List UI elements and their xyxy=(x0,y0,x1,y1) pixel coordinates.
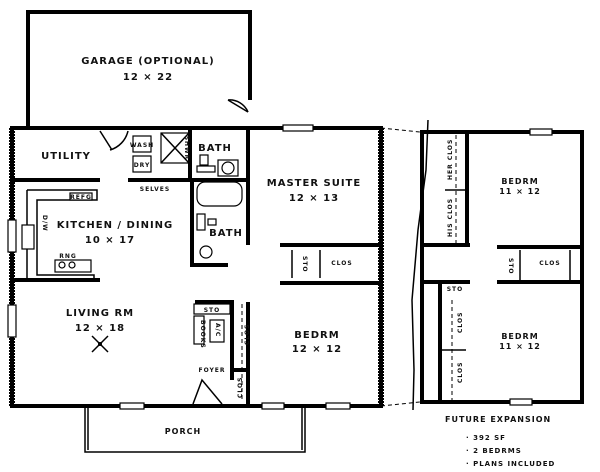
books-label: BOOKS xyxy=(199,320,206,349)
kitchen-size: 10 × 17 xyxy=(85,235,135,246)
her-clos-label: HER CLOS xyxy=(447,139,454,180)
bedrm-bottom-size: 11 × 12 xyxy=(499,342,541,351)
expansion-walls xyxy=(420,128,584,406)
sto-mid-label: STO xyxy=(507,258,514,275)
clos-mid-label: CLOS xyxy=(539,260,560,267)
expansion-note: · 2 BEDRMS xyxy=(466,447,522,455)
living-name: LIVING RM xyxy=(66,308,134,319)
kitchen-name: KITCHEN / DINING xyxy=(57,220,174,231)
sto-label: STO xyxy=(204,307,221,314)
break-line xyxy=(411,119,429,411)
shower-label: SHWR xyxy=(183,136,190,161)
clos1-label: CLOS xyxy=(244,324,251,345)
bath2-label: BATH xyxy=(209,228,243,239)
sto-low-label: STO xyxy=(447,286,464,293)
living-size: 12 × 18 xyxy=(75,323,125,334)
porch xyxy=(84,406,306,453)
bedrm-top-name: BEDRM xyxy=(501,177,538,186)
bath1-label: BATH xyxy=(198,143,232,154)
main-house-walls xyxy=(7,124,384,410)
bedrm-name: BEDRM xyxy=(294,330,339,341)
dw-label: D/W xyxy=(41,215,48,232)
garage-size: 12 × 22 xyxy=(123,72,173,83)
expansion-title: FUTURE EXPANSION xyxy=(445,415,551,424)
bedrm-bottom-name: BEDRM xyxy=(501,332,538,341)
ac-label: A/C xyxy=(214,323,221,337)
wash-label: WASH xyxy=(130,142,154,149)
dry-label: DRY xyxy=(134,162,151,169)
clos-a-label: CLOS xyxy=(457,312,464,333)
refg-label: REFG xyxy=(70,194,92,201)
foyer-label: FOYER xyxy=(198,367,225,374)
ceiling-fan-icon xyxy=(91,335,109,353)
range-label: RNG xyxy=(59,253,77,260)
bedrm-size: 12 × 12 xyxy=(292,344,342,355)
expansion-note: · PLANS INCLUDED xyxy=(466,460,555,468)
shelves-label: SELVES xyxy=(140,186,170,193)
master-size: 12 × 13 xyxy=(289,193,339,204)
garage-name: GARAGE (OPTIONAL) xyxy=(81,56,214,67)
master-sto-label: STO xyxy=(301,256,308,273)
porch-label: PORCH xyxy=(165,427,201,436)
expansion-note: · 392 SF xyxy=(466,434,506,442)
clos2-label: CLOS xyxy=(237,377,244,398)
bedrm-top-size: 11 × 12 xyxy=(499,187,541,196)
his-clos-label: HIS CLOS xyxy=(447,198,454,237)
utility-label: UTILITY xyxy=(41,151,91,162)
clos-b-label: CLOS xyxy=(457,362,464,383)
garage xyxy=(26,10,252,128)
master-name: MASTER SUITE xyxy=(267,178,361,189)
master-clos-label: CLOS xyxy=(331,260,352,267)
